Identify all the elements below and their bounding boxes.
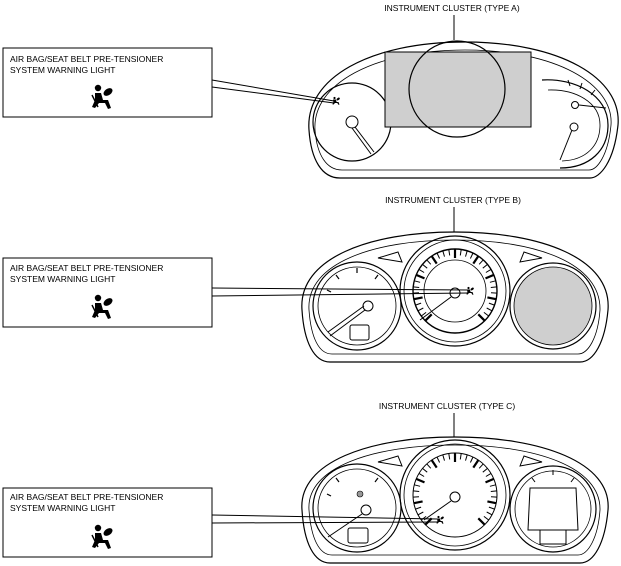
gauge-tick bbox=[485, 273, 495, 280]
gauge-tick bbox=[418, 268, 425, 273]
gauge-tick bbox=[477, 517, 486, 526]
gauge-tick bbox=[482, 264, 488, 269]
gauge-tick bbox=[448, 453, 451, 460]
callout-leader-type-b bbox=[211, 287, 469, 291]
cluster-type-c: INSTRUMENT CLUSTER (TYPE C) bbox=[2, 401, 609, 564]
gauge-tick bbox=[489, 280, 496, 283]
gauge-tick bbox=[413, 500, 423, 505]
gauge-tick bbox=[448, 249, 451, 256]
callout-leader-type-a bbox=[211, 79, 335, 102]
tach-ticks-type-b bbox=[413, 249, 497, 322]
highlight-circle-type-a bbox=[408, 40, 506, 138]
gauge-tick bbox=[442, 454, 445, 461]
gauge-tick bbox=[426, 259, 432, 265]
callout-line2-type-c: SYSTEM WARNING LIGHT bbox=[10, 503, 115, 513]
gauge-tick bbox=[472, 459, 480, 469]
gauge-tick bbox=[487, 500, 497, 505]
gauge-tick bbox=[465, 250, 468, 257]
gauge-tick bbox=[422, 264, 428, 269]
gauge-tick bbox=[426, 463, 432, 469]
right-gauge-type-a bbox=[541, 79, 609, 169]
gauge-tick bbox=[417, 511, 424, 516]
gauge-tick bbox=[422, 468, 428, 473]
gauge-tick bbox=[483, 516, 490, 521]
gauge-tick bbox=[414, 484, 421, 487]
airbag-warning-light-type-c bbox=[436, 515, 445, 524]
gauge-tick bbox=[420, 311, 427, 317]
center-display-type-a bbox=[384, 51, 532, 128]
cluster-type-b: INSTRUMENT CLUSTER (TYPE B) bbox=[2, 195, 609, 363]
cluster-housing-type-b bbox=[301, 231, 609, 363]
left-gauge-type-c bbox=[312, 463, 402, 553]
gauge-tick bbox=[413, 286, 420, 288]
gauge-tick bbox=[417, 307, 424, 312]
gauge-tick bbox=[459, 453, 462, 460]
gauge-tick bbox=[490, 286, 497, 288]
callout-leader-type-c bbox=[211, 514, 438, 520]
gauge-tick bbox=[478, 463, 484, 469]
gauge-tick bbox=[436, 456, 441, 463]
gauge-tick bbox=[487, 296, 497, 301]
gauge-tick bbox=[488, 302, 495, 306]
gauge-tick bbox=[442, 250, 445, 257]
gauge-tick bbox=[420, 516, 427, 521]
gauge-tick bbox=[490, 490, 497, 492]
gauge-tick bbox=[418, 472, 425, 477]
gauge-tick bbox=[430, 255, 438, 265]
cluster-housing-type-c bbox=[301, 436, 609, 564]
callout-line1-type-a: AIR BAG/SEAT BELT PRE-TENSIONER bbox=[10, 54, 163, 64]
callout-line1-type-b: AIR BAG/SEAT BELT PRE-TENSIONER bbox=[10, 263, 163, 273]
gauge-tick bbox=[472, 255, 480, 265]
right-display-type-b bbox=[509, 262, 597, 350]
gauge-tick bbox=[424, 313, 433, 322]
gauge-tick bbox=[413, 296, 423, 301]
gauge-tick bbox=[430, 459, 438, 469]
airbag-warning-light-type-b bbox=[466, 286, 475, 295]
callout-line2-type-a: SYSTEM WARNING LIGHT bbox=[10, 65, 115, 75]
cluster-title-type-b: INSTRUMENT CLUSTER (TYPE B) bbox=[385, 195, 521, 205]
gauge-tick bbox=[485, 472, 492, 477]
gauge-tick bbox=[489, 484, 496, 487]
callout-line1-type-c: AIR BAG/SEAT BELT PRE-TENSIONER bbox=[10, 492, 163, 502]
cluster-type-a: INSTRUMENT CLUSTER (TYPE A) AIR BAG/SEAT… bbox=[2, 3, 619, 179]
left-gauge-type-a bbox=[312, 82, 392, 162]
gauge-tick bbox=[469, 252, 474, 259]
center-gauge-type-c bbox=[399, 439, 511, 551]
gauge-tick bbox=[486, 307, 493, 312]
gauge-tick bbox=[413, 490, 420, 492]
right-gauge-type-c bbox=[509, 465, 597, 553]
gauge-tick bbox=[483, 311, 490, 317]
cluster-housing-type-a bbox=[308, 41, 619, 179]
gauge-tick bbox=[415, 506, 422, 510]
gauge-tick bbox=[485, 268, 492, 273]
gauge-tick bbox=[465, 454, 468, 461]
gauge-tick bbox=[488, 506, 495, 510]
cluster-title-type-a: INSTRUMENT CLUSTER (TYPE A) bbox=[384, 3, 520, 13]
left-gauge-type-b bbox=[312, 261, 402, 351]
tach-ticks-type-c bbox=[413, 453, 497, 526]
callout-line2-type-b: SYSTEM WARNING LIGHT bbox=[10, 274, 115, 284]
center-gauge-type-b bbox=[399, 235, 511, 347]
cluster-title-type-c: INSTRUMENT CLUSTER (TYPE C) bbox=[379, 401, 515, 411]
gauge-tick bbox=[482, 468, 488, 473]
gauge-tick bbox=[469, 456, 474, 463]
gauge-tick bbox=[415, 477, 425, 484]
gauge-tick bbox=[415, 302, 422, 306]
gauge-tick bbox=[485, 477, 495, 484]
gauge-tick bbox=[459, 249, 462, 256]
gauge-tick bbox=[414, 280, 421, 283]
gauge-tick bbox=[478, 259, 484, 265]
gauge-tick bbox=[415, 273, 425, 280]
gauge-tick bbox=[436, 252, 441, 259]
gauge-tick bbox=[486, 511, 493, 516]
gauge-tick bbox=[477, 313, 486, 322]
